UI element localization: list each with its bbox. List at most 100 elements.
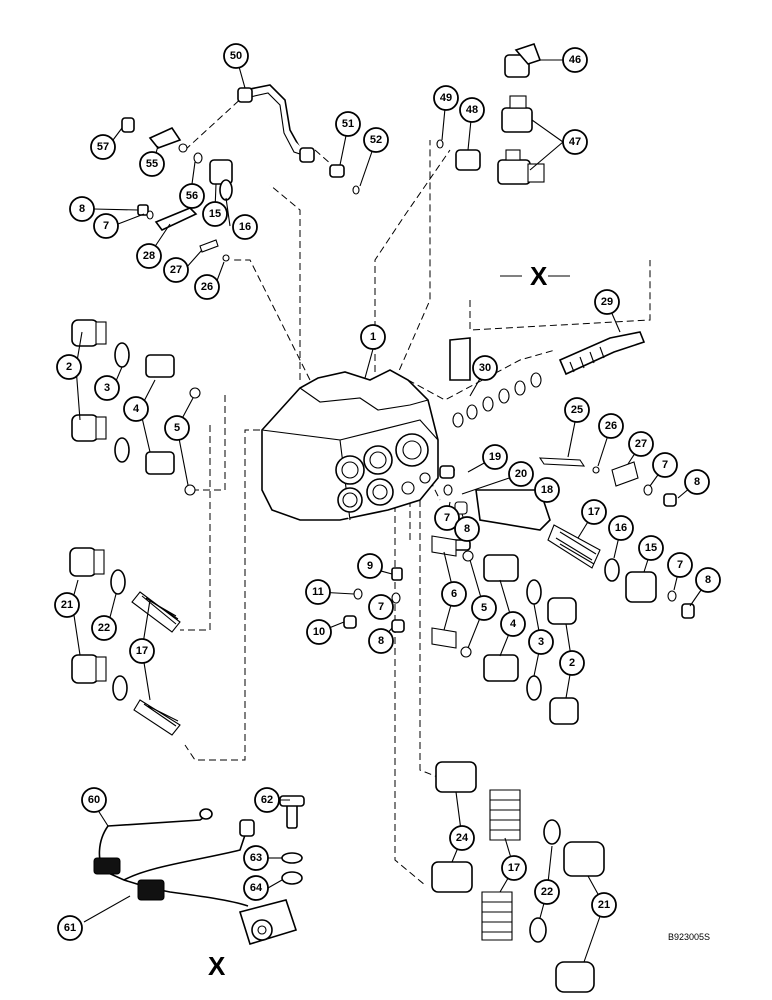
callout-64: 64 (243, 875, 269, 901)
callout-25: 25 (564, 397, 590, 423)
svg-text:62: 62 (261, 794, 273, 806)
svg-text:16: 16 (615, 522, 627, 534)
callout-15-top: 15 (202, 201, 228, 227)
callout-17-left: 17 (129, 638, 155, 664)
callout-63: 63 (243, 845, 269, 871)
svg-text:63: 63 (250, 852, 262, 864)
svg-text:7: 7 (378, 601, 384, 613)
svg-text:49: 49 (440, 92, 452, 104)
callout-19: 19 (482, 444, 508, 470)
svg-text:21: 21 (61, 599, 73, 611)
callout-4-right: 4 (500, 611, 526, 637)
svg-text:3: 3 (538, 636, 544, 648)
svg-text:46: 46 (569, 54, 581, 66)
callout-26-right: 26 (598, 413, 624, 439)
callout-48: 48 (459, 97, 485, 123)
svg-text:7: 7 (444, 512, 450, 524)
svg-text:25: 25 (571, 404, 583, 416)
svg-text:7: 7 (677, 559, 683, 571)
callout-7-mid: 7 (434, 505, 460, 531)
svg-text:16: 16 (239, 221, 251, 233)
valve-body (261, 369, 439, 521)
callout-8-mid: 8 (454, 516, 480, 542)
svg-text:8: 8 (79, 203, 85, 215)
callout-4: 4 (123, 396, 149, 422)
callout-20: 20 (508, 461, 534, 487)
svg-text:22: 22 (98, 622, 110, 634)
svg-text:19: 19 (489, 451, 501, 463)
bottom-fittings (431, 761, 605, 993)
callout-18: 18 (534, 477, 560, 503)
callout-8-right: 8 (695, 567, 721, 593)
svg-text:7: 7 (103, 220, 109, 232)
svg-text:2: 2 (66, 361, 72, 373)
svg-text:4: 4 (133, 403, 140, 415)
svg-text:57: 57 (97, 141, 109, 153)
svg-text:60: 60 (88, 794, 100, 806)
svg-text:9: 9 (367, 560, 373, 572)
svg-text:20: 20 (515, 468, 527, 480)
callout-22-left: 22 (91, 615, 117, 641)
svg-text:8: 8 (378, 635, 384, 647)
svg-text:17: 17 (508, 862, 520, 874)
svg-text:17: 17 (136, 645, 148, 657)
callout-5-right: 5 (471, 595, 497, 621)
callout-29: 29 (594, 289, 620, 315)
svg-text:48: 48 (466, 104, 478, 116)
callout-7-right-top: 7 (652, 452, 678, 478)
callout-46: 46 (562, 47, 588, 73)
svg-text:7: 7 (662, 459, 668, 471)
callout-61: 61 (57, 915, 83, 941)
svg-text:15: 15 (209, 208, 221, 220)
callout-51: 51 (335, 111, 361, 137)
callout-2: 2 (56, 354, 82, 380)
svg-text:8: 8 (705, 574, 711, 586)
svg-text:50: 50 (230, 50, 242, 62)
callout-8-top: 8 (69, 196, 95, 222)
callout-7-top: 7 (93, 213, 119, 239)
callout-10: 10 (306, 619, 332, 645)
callout-55: 55 (139, 151, 165, 177)
callout-1: 1 (360, 324, 386, 350)
svg-text:52: 52 (370, 134, 382, 146)
callout-56: 56 (179, 183, 205, 209)
drawing-number: B923005S (668, 932, 710, 942)
callout-6: 6 (441, 581, 467, 607)
svg-text:5: 5 (481, 602, 487, 614)
callout-30: 30 (472, 355, 498, 381)
svg-text:64: 64 (250, 882, 263, 894)
callout-47: 47 (562, 129, 588, 155)
svg-text:11: 11 (312, 586, 324, 598)
callout-52: 52 (363, 127, 389, 153)
callout-21-bottom: 21 (591, 892, 617, 918)
svg-text:27: 27 (170, 264, 182, 276)
callout-57: 57 (90, 134, 116, 160)
callout-27-top: 27 (163, 257, 189, 283)
top-fittings (121, 84, 360, 262)
callout-7-center: 7 (368, 594, 394, 620)
callout-49: 49 (433, 85, 459, 111)
svg-text:10: 10 (313, 626, 325, 638)
svg-text:24: 24 (456, 832, 469, 844)
svg-text:21: 21 (598, 899, 610, 911)
callout-60: 60 (81, 787, 107, 813)
svg-text:26: 26 (605, 420, 617, 432)
callout-28: 28 (136, 243, 162, 269)
callout-27-right: 27 (628, 431, 654, 457)
svg-text:1: 1 (370, 331, 376, 343)
callout-62: 62 (254, 787, 280, 813)
callout-9: 9 (357, 553, 383, 579)
svg-text:61: 61 (64, 922, 76, 934)
svg-text:5: 5 (174, 422, 180, 434)
svg-text:4: 4 (510, 618, 517, 630)
top-right-fittings (436, 42, 545, 185)
svg-text:3: 3 (104, 382, 110, 394)
svg-text:18: 18 (541, 484, 553, 496)
callout-21-left: 21 (54, 592, 80, 618)
callout-8-center: 8 (368, 628, 394, 654)
callout-16-top: 16 (232, 214, 258, 240)
svg-text:51: 51 (342, 118, 354, 130)
svg-text:29: 29 (601, 296, 613, 308)
svg-text:15: 15 (645, 542, 657, 554)
